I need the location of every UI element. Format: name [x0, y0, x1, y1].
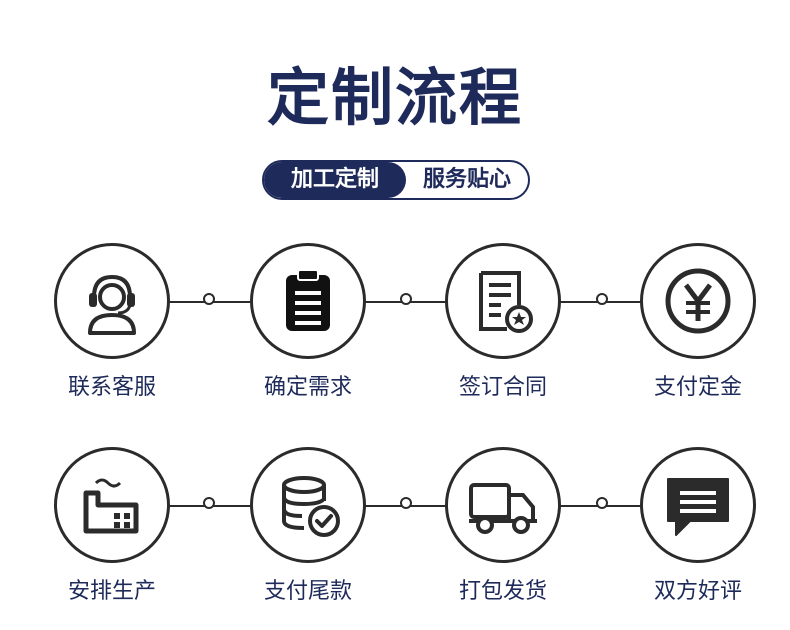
step-contact-service: 联系客服 [47, 243, 177, 403]
step-confirm-requirements: 确定需求 [243, 243, 373, 403]
headset-agent-icon [88, 274, 136, 335]
step-icon-circle [445, 447, 561, 563]
connector-dot [203, 293, 215, 305]
step-label: 确定需求 [263, 375, 352, 400]
factory-icon [83, 478, 139, 534]
connector-dot [596, 497, 608, 509]
process-row-2: 安排生产 支付尾款 打包发货 [0, 447, 790, 617]
connector-dot [400, 497, 412, 509]
process-row-1: 联系客服 确定需求 [0, 243, 790, 413]
step-pay-balance: 支付尾款 [243, 447, 373, 607]
database-check-icon [282, 476, 340, 537]
step-icon-circle [250, 243, 366, 359]
step-sign-contract: 签订合同 [438, 243, 568, 403]
step-icon-circle [250, 447, 366, 563]
step-arrange-production: 安排生产 [47, 447, 177, 607]
step-pack-ship: 打包发货 [438, 447, 568, 607]
chat-bubble-icon [667, 478, 729, 536]
connector-dot [203, 497, 215, 509]
connector-dot [400, 293, 412, 305]
step-icon-circle [445, 243, 561, 359]
step-icon-circle [640, 447, 756, 563]
step-label: 签订合同 [458, 375, 547, 400]
contract-document-icon [479, 271, 533, 333]
step-pay-deposit: 支付定金 [633, 243, 763, 403]
step-label: 打包发货 [458, 579, 547, 604]
step-label: 联系客服 [67, 375, 156, 400]
delivery-truck-icon [469, 483, 537, 534]
step-label: 支付尾款 [263, 579, 352, 604]
step-label: 支付定金 [653, 375, 742, 400]
step-icon-circle [54, 447, 170, 563]
badge-left-text: 加工定制 [264, 162, 406, 198]
connector-dot [596, 293, 608, 305]
tagline-badge: 加工定制 服务贴心 [262, 160, 530, 200]
clipboard-icon [286, 269, 330, 331]
yuan-coin-icon [665, 268, 731, 334]
step-label: 双方好评 [653, 579, 742, 604]
page-title: 定制流程 [266, 61, 523, 134]
step-icon-circle [640, 243, 756, 359]
step-label: 安排生产 [67, 579, 156, 604]
badge-right-text: 服务贴心 [422, 167, 511, 192]
step-mutual-review: 双方好评 [633, 447, 763, 607]
step-icon-circle [54, 243, 170, 359]
